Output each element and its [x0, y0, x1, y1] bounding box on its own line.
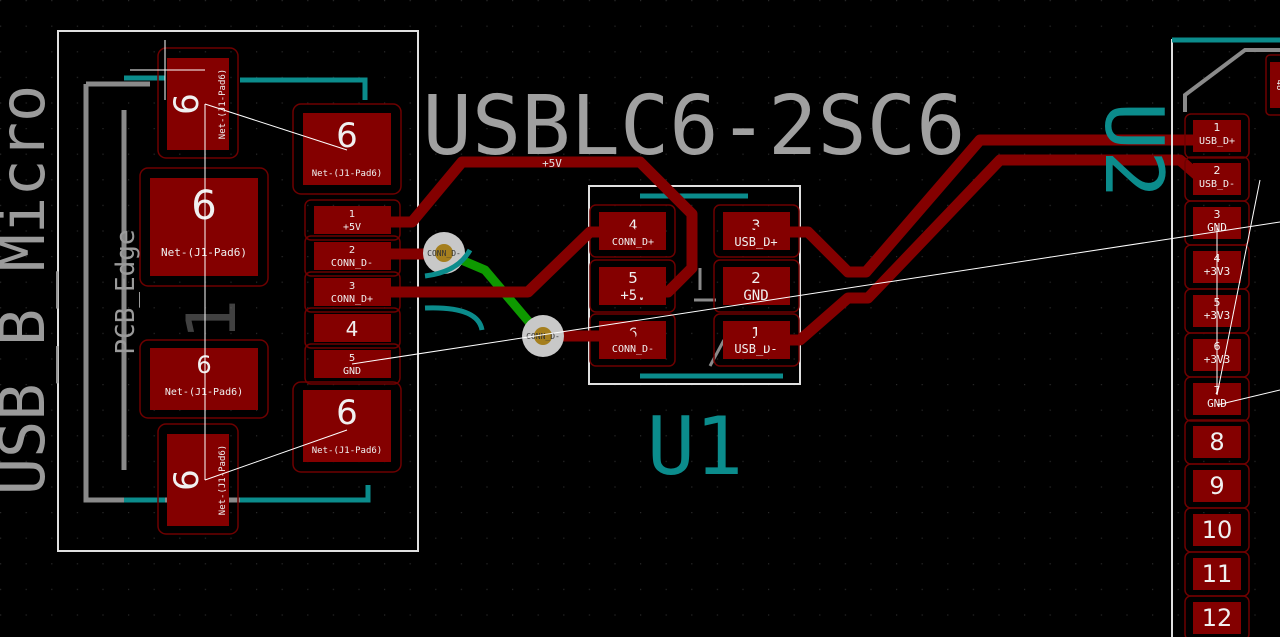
u2-pad-8[interactable]: 8 [1184, 419, 1250, 465]
pad-number: 1 [751, 324, 761, 342]
pad-number: 9 [1209, 472, 1224, 500]
j1-pad-4[interactable]: 4 [304, 307, 401, 349]
pad-net-label: Net-(J1-Pad6) [218, 445, 228, 515]
pad-number: 4 [346, 317, 359, 341]
pad-number: 11 [1202, 560, 1233, 588]
pad-number: 6 [336, 393, 358, 433]
airwire [351, 221, 1280, 365]
via-net-label: CONN_D- [427, 249, 461, 258]
pad-net-label: USB_D+ [734, 235, 777, 249]
airwire [1216, 389, 1280, 406]
pad-number: 1 [1214, 121, 1221, 134]
j1-shield-pad-br[interactable]: 6 Net-(J1-Pad6) [292, 381, 402, 473]
pad-number: 6 [196, 351, 211, 379]
pad-number: 1 [349, 209, 355, 220]
pad-net-label: Net-(J1-Pad6) [161, 246, 247, 259]
u2-pad-11[interactable]: 11 [1184, 551, 1250, 597]
pad-number: 5 [349, 353, 355, 364]
u1-silk [640, 193, 783, 379]
trace-usb-d-plus[interactable] [754, 134, 1211, 278]
airwire [204, 103, 348, 151]
pad-net-label: CONN_D- [331, 258, 373, 269]
pad-number: 2 [1214, 164, 1221, 177]
pad-number: 10 [1202, 516, 1233, 544]
u2-pad-10[interactable]: 10 [1184, 507, 1250, 553]
silk-arc-fragment [424, 248, 485, 331]
u1-fab [694, 268, 726, 367]
pcb-edge-label: PCB_Edge [111, 229, 141, 354]
pad-net-label: CONN_D- [612, 344, 654, 355]
pad-net-label: Net-(J1-Pad6) [312, 446, 382, 456]
pad-number: 2 [349, 245, 355, 256]
pad-net-label: GND [343, 366, 361, 377]
pad-net-label: USB_D- [1199, 179, 1235, 190]
airwire [204, 429, 348, 481]
u2-pad-2[interactable]: 2 USB_D- [1184, 156, 1250, 202]
j1-shield-pad-bl[interactable]: 6 Net-(J1-Pad6) [139, 339, 269, 419]
pad-number: 12 [1202, 604, 1233, 632]
u1-footprint[interactable]: 4 CONN_D+ 5 +5V 6 CONN_D- 3 USB_D+ 2 GND [588, 185, 801, 385]
j1-shield-pad-tl[interactable]: 6 Net-(J1-Pad6) [157, 47, 239, 159]
u1-pad-1[interactable]: 1 USB_D- [713, 313, 800, 367]
pad-net-label: CONN_D+ [331, 294, 373, 305]
pad-number: 5 [628, 269, 638, 287]
pad-net-label: Net-(J1-Pad6) [165, 387, 243, 398]
j1-shield-pad-ml[interactable]: 6 Net-(J1-Pad6) [139, 167, 269, 287]
pad-number: 2 [751, 269, 761, 287]
airwire [1216, 179, 1261, 396]
pad-number: 8 [1209, 428, 1224, 456]
pad-number: 3 [1214, 208, 1221, 221]
trace-5v[interactable] [384, 156, 698, 298]
u1-pad-5[interactable]: 5 +5V [589, 259, 676, 313]
via-1[interactable]: CONN_D- [423, 232, 465, 274]
u1-courtyard [588, 185, 801, 385]
pad-number: 6 [191, 183, 216, 229]
pad-net-label: USB_D+ [1199, 136, 1235, 147]
j1-pad-3[interactable]: 3 CONN_D+ [304, 271, 401, 313]
via-2[interactable]: CONN_D- [522, 315, 564, 357]
pad-number: 6 [167, 469, 207, 491]
j1-pad-1[interactable]: 1 +5V [304, 199, 401, 241]
trace-usb-d-minus[interactable] [754, 154, 1211, 346]
u2-pad-1[interactable]: 1 USB_D+ [1184, 113, 1250, 159]
u2-partial-pad[interactable]: 48 [1265, 54, 1280, 116]
pad-net-label: Net-(J1-Pad6) [312, 169, 382, 179]
j1-footprint-name: USB_B_Micro [0, 85, 59, 496]
pad-number: 6 [167, 93, 207, 115]
u2-pad-9[interactable]: 9 [1184, 463, 1250, 509]
pad-net-label: Net-(J1-Pad6) [218, 69, 228, 139]
pad-number: 6 [336, 116, 358, 156]
pad-net-label: GND [743, 288, 768, 304]
pad-net-label: +5V [343, 222, 361, 233]
j1-shield-pad-bottom[interactable]: 6 Net-(J1-Pad6) [157, 423, 239, 535]
pad-number: 4 [629, 218, 638, 234]
u2-partial-label: 48 [1274, 80, 1280, 91]
trace-net-label: +5V [542, 157, 562, 170]
pad-number: 3 [752, 218, 761, 234]
pad-number: 3 [349, 281, 355, 292]
j1-shield-pad-tr[interactable]: 6 Net-(J1-Pad6) [292, 103, 402, 195]
via-net-label: CONN_D- [526, 332, 560, 341]
u2-pad-12[interactable]: 12 [1184, 595, 1250, 637]
u1-reference: U1 [647, 400, 743, 493]
ratsnest [130, 40, 1280, 481]
pad-net-label: CONN_D+ [612, 237, 654, 248]
u2-reference: U2 [1087, 102, 1180, 198]
u2-fab [1183, 48, 1280, 112]
pad-net-label: GND [1207, 397, 1227, 410]
j1-footprint[interactable]: J1 6 Net-(J1-Pad6) 6 Net-(J1-Pad6) 6 Net… [57, 30, 419, 552]
trace-conn-d-plus[interactable] [384, 226, 636, 298]
u1-pad-2[interactable]: 2 GND [713, 259, 800, 313]
